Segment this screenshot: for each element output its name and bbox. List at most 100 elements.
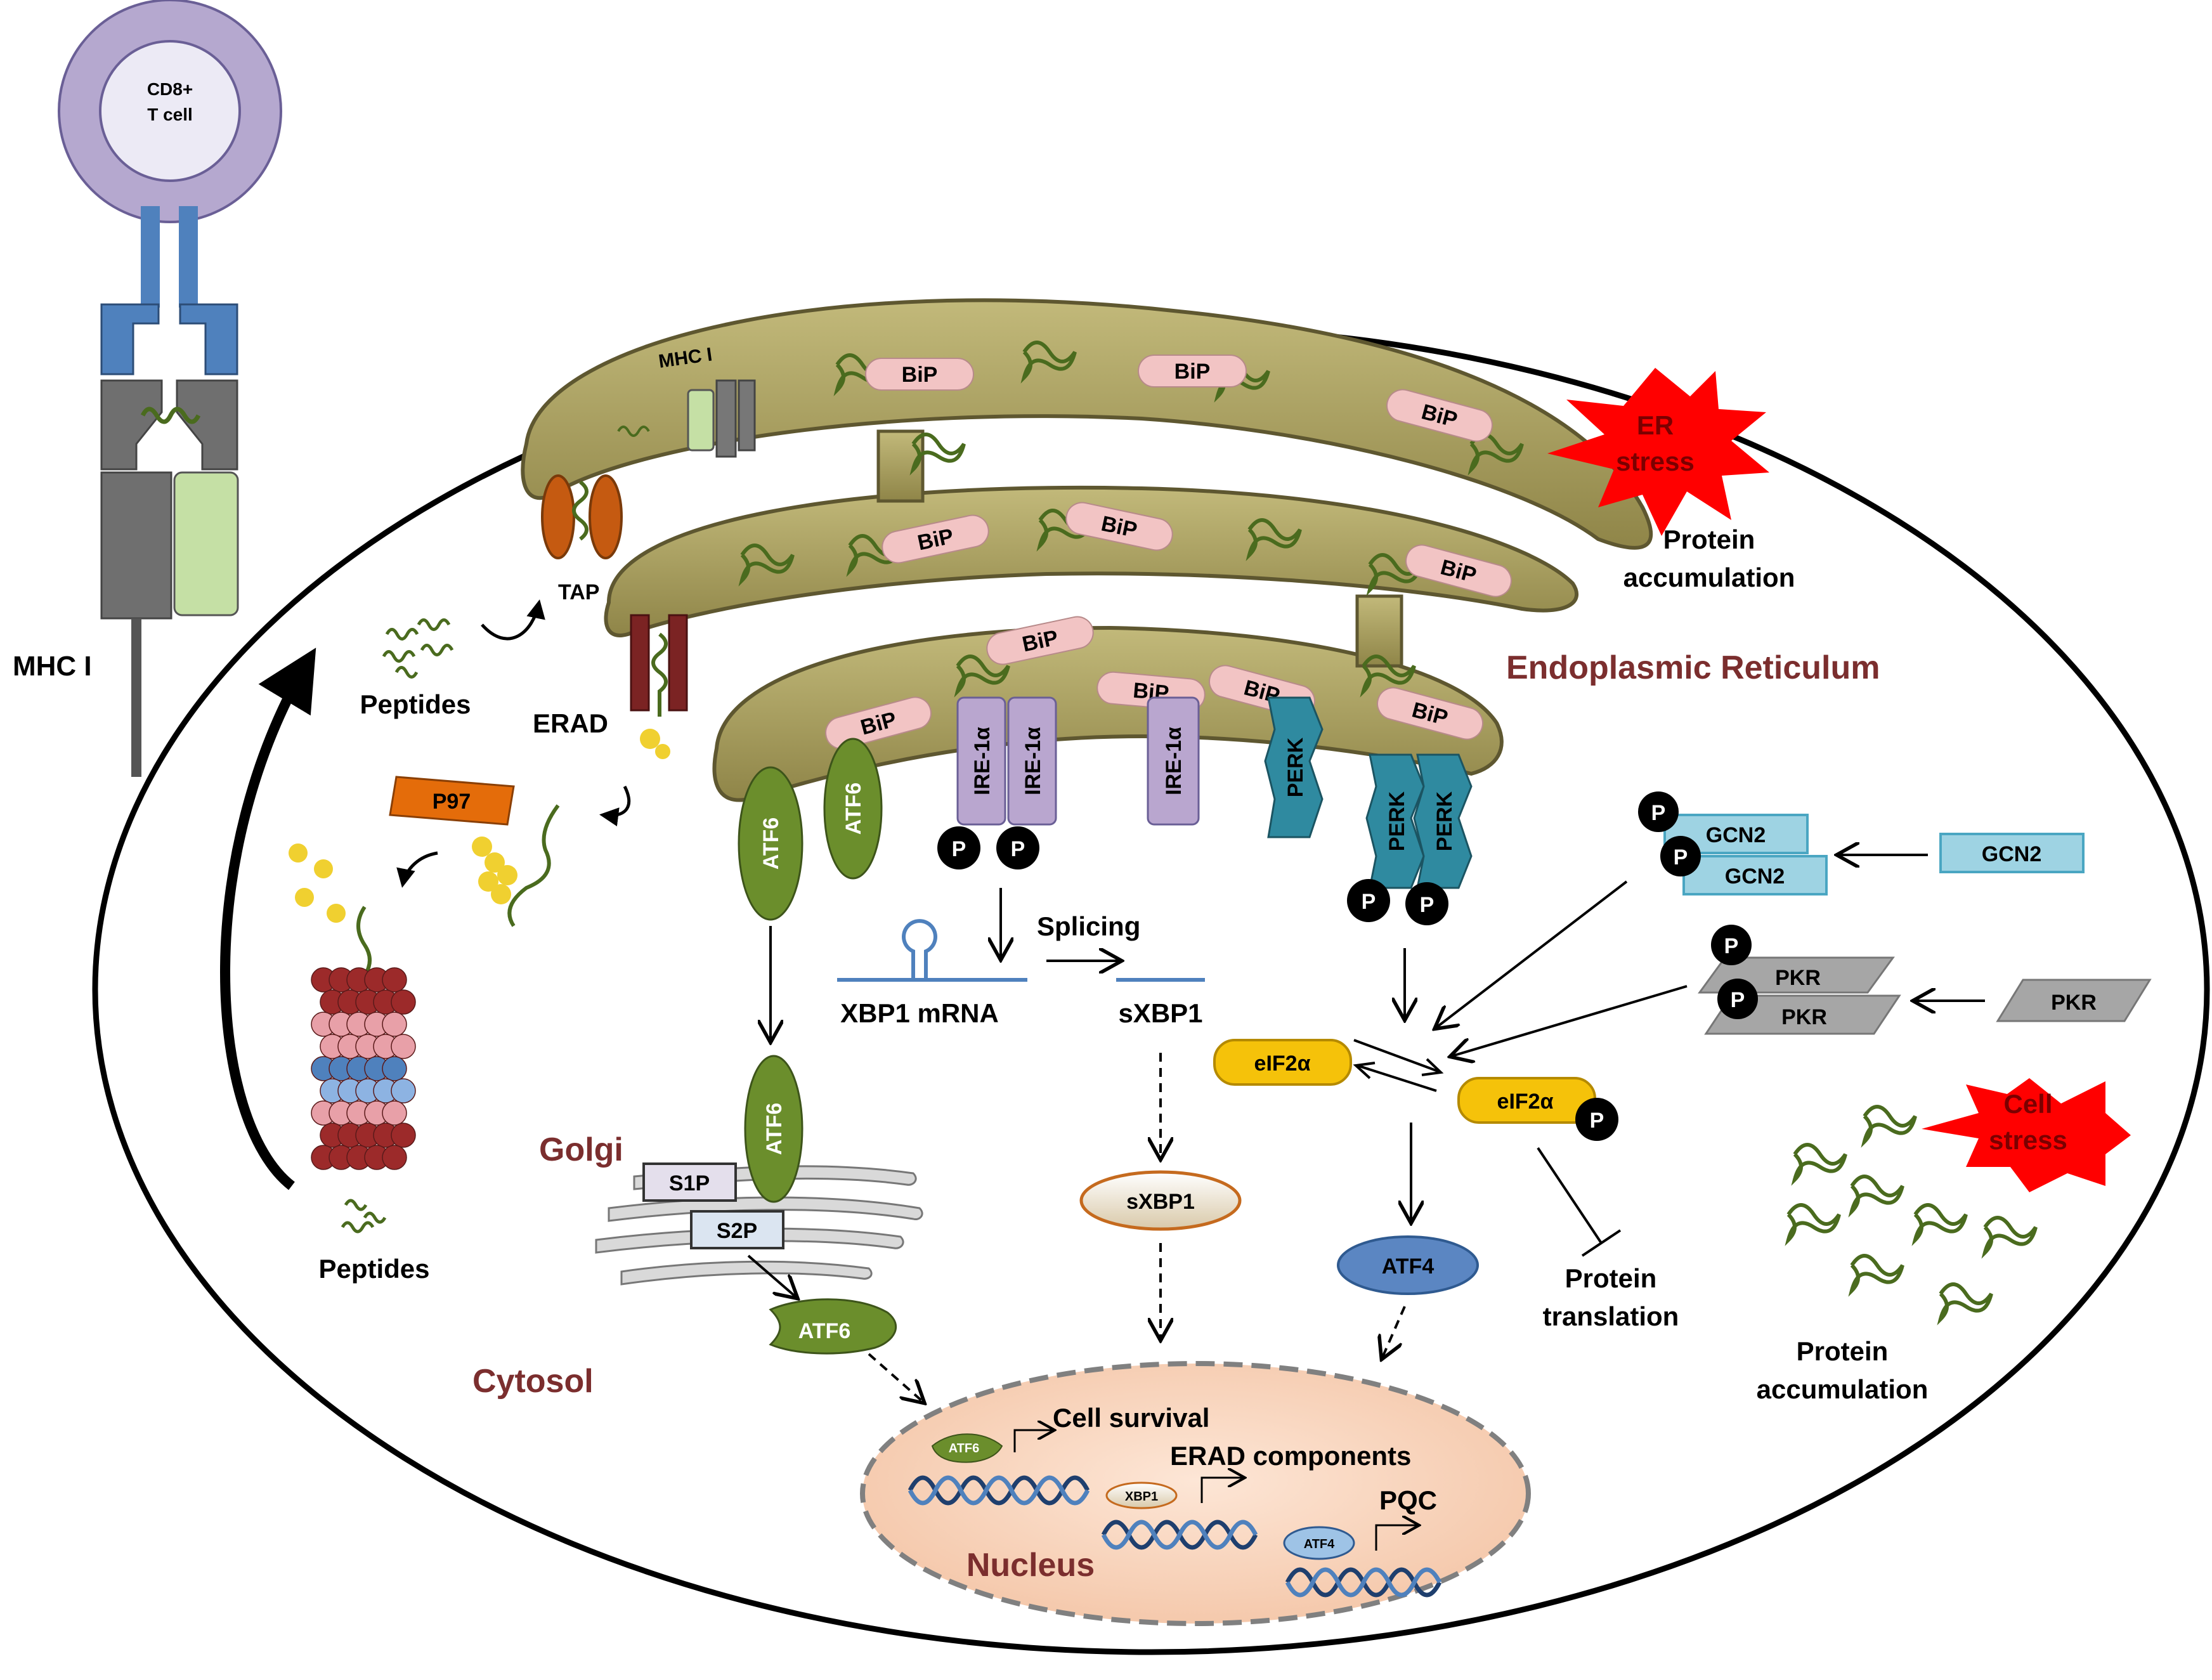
- eif2a-equilibrium: eIF2α eIF2α P Protein translation: [1213, 1039, 1679, 1331]
- peptide-recycle-arrow: [220, 648, 316, 1190]
- svg-text:XBP1: XBP1: [1125, 1490, 1158, 1504]
- erad-label: ERAD: [533, 708, 608, 738]
- svg-text:PKR: PKR: [2051, 991, 2097, 1015]
- svg-text:P: P: [1724, 934, 1739, 958]
- svg-text:P: P: [1362, 890, 1376, 914]
- er-label: Endoplasmic Reticulum: [1506, 649, 1880, 686]
- misfolded-proteins-cytosol: [1785, 1105, 2038, 1325]
- nucleus: Nucleus Cell survival ERAD components PQ…: [860, 1361, 1531, 1626]
- proteasome-subunit: [382, 967, 407, 993]
- pqc-label: PQC: [1379, 1485, 1437, 1515]
- xbp1-mrna-label: XBP1 mRNA: [840, 998, 999, 1028]
- bip-4: BiP: [882, 514, 989, 564]
- atf6-cleaved: ATF6: [769, 1298, 923, 1402]
- svg-text:P: P: [1420, 893, 1435, 917]
- proteasome: Peptides: [289, 843, 430, 1284]
- splicing-label: Splicing: [1037, 911, 1140, 941]
- proteasome-subunit: [382, 1056, 407, 1081]
- proteasome-subunit: [391, 1034, 416, 1059]
- cytosol-label: Cytosol: [472, 1363, 594, 1400]
- svg-text:S1P: S1P: [669, 1171, 710, 1195]
- tap-label: TAP: [558, 580, 599, 604]
- bip-7: BiP: [986, 616, 1094, 665]
- ire1-monomer: IRE-1α: [1147, 696, 1200, 826]
- t-cell-label-1: CD8+: [147, 79, 193, 99]
- svg-text:ATF6: ATF6: [762, 1103, 786, 1155]
- svg-text:GCN2: GCN2: [1725, 864, 1785, 889]
- svg-text:PKR: PKR: [1781, 1005, 1827, 1029]
- svg-text:PKR: PKR: [1775, 966, 1821, 990]
- svg-text:PERK: PERK: [1284, 737, 1308, 797]
- svg-text:eIF2α: eIF2α: [1254, 1052, 1311, 1076]
- svg-text:ATF6: ATF6: [798, 1319, 850, 1343]
- protein-translation-2: translation: [1543, 1301, 1679, 1331]
- bip-11: BiP: [1377, 687, 1483, 740]
- bip-5: BiP: [1065, 502, 1173, 551]
- p97-label: P97: [433, 790, 471, 814]
- t-cell: CD8+ T cell: [58, 0, 282, 375]
- svg-text:P: P: [1011, 837, 1025, 861]
- svg-text:eIF2α: eIF2α: [1497, 1090, 1554, 1114]
- s1p-box: [642, 1162, 737, 1202]
- mhc-i-left-label: MHC I: [13, 651, 92, 682]
- bip-2: BiP: [1138, 355, 1247, 387]
- svg-text:sXBP1: sXBP1: [1126, 1190, 1195, 1214]
- svg-text:BiP: BiP: [902, 363, 938, 387]
- erad-channel: ERAD: [533, 614, 688, 759]
- erad-components-label: ERAD components: [1170, 1441, 1411, 1471]
- bip-6: BiP: [1405, 544, 1512, 597]
- sxbp1-protein: sXBP1: [1079, 1170, 1242, 1338]
- sxbp1-top-label: sXBP1: [1118, 998, 1202, 1028]
- golgi: Golgi ATF6 S1P S2P: [539, 1055, 923, 1297]
- golgi-label: Golgi: [539, 1131, 623, 1168]
- er-stress-label-2: stress: [1616, 446, 1695, 476]
- cell-stress-label-2: stress: [1989, 1125, 2067, 1155]
- proteasome-subunit: [391, 989, 416, 1015]
- s2p-box: [690, 1210, 784, 1249]
- pkr-pathway: PKR PKR P P PKR: [1452, 925, 2152, 1056]
- peptides-top: Peptides: [360, 599, 545, 719]
- mhc-i-membrane: MHC I: [13, 379, 239, 777]
- perk-monomer: PERK: [1264, 696, 1324, 838]
- t-cell-label-2: T cell: [147, 105, 193, 124]
- perk-dimer: PERK PERK P P: [1347, 753, 1473, 1018]
- er-stress-label-1: ER: [1637, 410, 1674, 440]
- svg-text:ATF4: ATF4: [1382, 1254, 1435, 1279]
- peptides-top-label: Peptides: [360, 689, 471, 719]
- svg-text:BiP: BiP: [1174, 360, 1211, 384]
- er-stress-burst: ER stress Protein accumulation: [1547, 368, 1795, 592]
- protein-accum-top-2: accumulation: [1623, 563, 1795, 592]
- endoplasmic-reticulum: Endoplasmic Reticulum: [521, 298, 1880, 802]
- svg-text:ATF4: ATF4: [1304, 1537, 1335, 1551]
- proteasome-subunit: [382, 1012, 407, 1037]
- svg-text:GCN2: GCN2: [1982, 842, 2041, 866]
- svg-text:S2P: S2P: [717, 1219, 757, 1243]
- cell-survival-label: Cell survival: [1053, 1403, 1209, 1433]
- bip-3: BiP: [1386, 389, 1493, 442]
- mhc-i-er: MHC I: [617, 344, 756, 458]
- svg-text:P: P: [1590, 1109, 1604, 1133]
- svg-text:P: P: [1651, 801, 1666, 825]
- bip-1: BiP: [865, 358, 974, 391]
- proteasome-subunit: [391, 1078, 416, 1104]
- svg-text:ATF6: ATF6: [949, 1442, 980, 1455]
- gcn2-pathway: GCN2 GCN2 P P GCN2: [1436, 791, 2085, 1027]
- cell-stress-burst: Cell stress: [1922, 1078, 2131, 1192]
- svg-text:IRE-1α: IRE-1α: [1021, 727, 1045, 795]
- svg-text:IRE-1α: IRE-1α: [970, 727, 994, 795]
- xbp1-splicing: XBP1 mRNA Splicing sXBP1: [837, 911, 1205, 1157]
- svg-text:GCN2: GCN2: [1706, 823, 1766, 847]
- atf4-protein: ATF4: [1337, 1235, 1479, 1357]
- svg-text:P: P: [952, 837, 966, 861]
- bip-8: BiP: [825, 696, 932, 750]
- proteasome-subunit: [382, 1145, 407, 1170]
- protein-accum-right-1: Protein: [1797, 1336, 1889, 1366]
- atf6-er-pair: ATF6 ATF6: [738, 738, 883, 1040]
- peptides-bottom-label: Peptides: [318, 1254, 429, 1284]
- misfolded-proteins: [738, 341, 1524, 698]
- protein-translation-1: Protein: [1565, 1263, 1657, 1293]
- proteasome-subunit: [382, 1100, 407, 1126]
- svg-text:ATF6: ATF6: [759, 817, 783, 869]
- proteasome-subunit: [391, 1123, 416, 1148]
